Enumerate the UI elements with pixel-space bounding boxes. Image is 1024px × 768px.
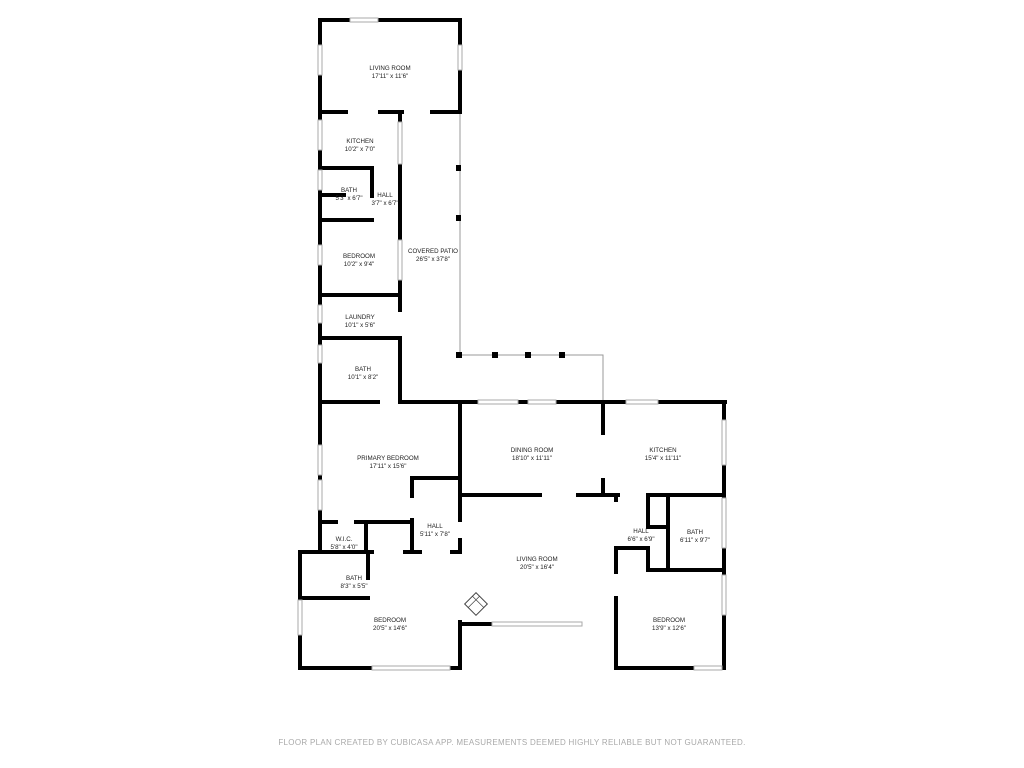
- wall-segment: [472, 595, 485, 608]
- plan-mark: [397, 121, 403, 165]
- room-label-text: 26'5" x 37'8": [416, 256, 450, 263]
- room-label-text: BATH: [346, 575, 362, 582]
- room-label-text: 10'2" x 9'4": [344, 261, 375, 268]
- plan-mark: [693, 665, 723, 671]
- plan-mark: [397, 239, 403, 281]
- room-label-text: W.I.C.: [336, 536, 353, 543]
- room-label-text: 13'9" x 12'6": [652, 625, 686, 632]
- room-label-text: 3'7" x 6'7": [371, 200, 398, 207]
- room-label-text: HALL: [633, 528, 649, 535]
- room-label-text: HALL: [427, 523, 443, 530]
- room-label-text: BATH: [341, 187, 357, 194]
- windows: [297, 17, 727, 671]
- wall-segment: [467, 595, 480, 608]
- plan-mark: [491, 621, 583, 627]
- plan-mark: [525, 352, 531, 358]
- plan-mark: [317, 44, 323, 76]
- plan-mark: [317, 119, 323, 151]
- plan-mark: [317, 479, 323, 511]
- room-label-text: PRIMARY BEDROOM: [357, 455, 419, 462]
- room-label-text: BEDROOM: [653, 617, 685, 624]
- plan-mark: [492, 352, 498, 358]
- room-label-text: LAUNDRY: [345, 314, 374, 321]
- plan-mark: [317, 244, 323, 266]
- fireplace-icon: [463, 591, 489, 617]
- wall-segment: [459, 112, 604, 402]
- plan-mark: [625, 399, 659, 405]
- room-label-text: 18'10" x 11'11": [512, 455, 552, 462]
- plan-mark: [559, 352, 565, 358]
- room-label-text: 10'2" x 7'0": [345, 146, 376, 153]
- room-label-text: BEDROOM: [374, 617, 406, 624]
- room-label-text: 5'8" x 4'0": [330, 544, 357, 551]
- room-label-text: BATH: [687, 529, 703, 536]
- plan-mark: [456, 165, 461, 171]
- room-label-text: 15'4" x 11'11": [645, 455, 681, 462]
- plan-mark: [317, 169, 323, 191]
- room-label-text: 5'11" x 7'8": [420, 531, 450, 538]
- room-wic: W.I.C.5'8" x 4'0": [330, 536, 357, 551]
- plan-mark: [463, 591, 489, 617]
- plan-mark: [317, 304, 323, 324]
- room-label-text: 17'11" x 15'6": [370, 463, 407, 470]
- plan-mark: [297, 599, 303, 636]
- room-label-text: 8'3" x 5'5": [340, 583, 367, 590]
- room-label-text: BEDROOM: [343, 253, 375, 260]
- room-label-text: 20'5" x 14'6": [373, 625, 407, 632]
- plan-mark: [527, 399, 557, 405]
- room-label-text: 20'5" x 16'4": [520, 564, 554, 571]
- plan-mark: [317, 344, 323, 364]
- room-label-text: COVERED PATIO: [408, 248, 458, 255]
- room-label-text: DINING ROOM: [511, 447, 554, 454]
- plan-mark: [456, 215, 461, 221]
- plan-mark: [317, 444, 323, 476]
- room-label-text: 6'11" x 9'7": [680, 537, 710, 544]
- room-label-text: LIVING ROOM: [516, 556, 557, 563]
- room-label-text: 10'1" x 8'2": [348, 374, 379, 381]
- plan-mark: [721, 419, 727, 466]
- room-label-text: 10'1" x 5'6": [345, 322, 376, 329]
- room-label-text: 17'11" x 11'6": [372, 73, 408, 80]
- footer-disclaimer: FLOOR PLAN CREATED BY CUBICASA APP. MEAS…: [278, 738, 746, 747]
- room-label-text: BATH: [355, 366, 371, 373]
- plan-mark: [371, 665, 451, 671]
- room-label-text: LIVING ROOM: [369, 65, 410, 72]
- room-label-text: KITCHEN: [346, 138, 373, 145]
- patio-outline: [456, 112, 604, 402]
- room-label-text: 5'3" x 6'7": [335, 195, 362, 202]
- plan-mark: [349, 17, 379, 23]
- room-label-text: 6'6" x 6'9": [627, 536, 654, 543]
- plan-mark: [721, 574, 727, 616]
- plan-mark: [721, 497, 727, 549]
- plan-mark: [457, 44, 463, 71]
- walls: [298, 18, 727, 670]
- plan-mark: [456, 352, 462, 358]
- plan-mark: [477, 399, 519, 405]
- room-label-text: KITCHEN: [649, 447, 676, 454]
- room-label-text: HALL: [377, 192, 393, 199]
